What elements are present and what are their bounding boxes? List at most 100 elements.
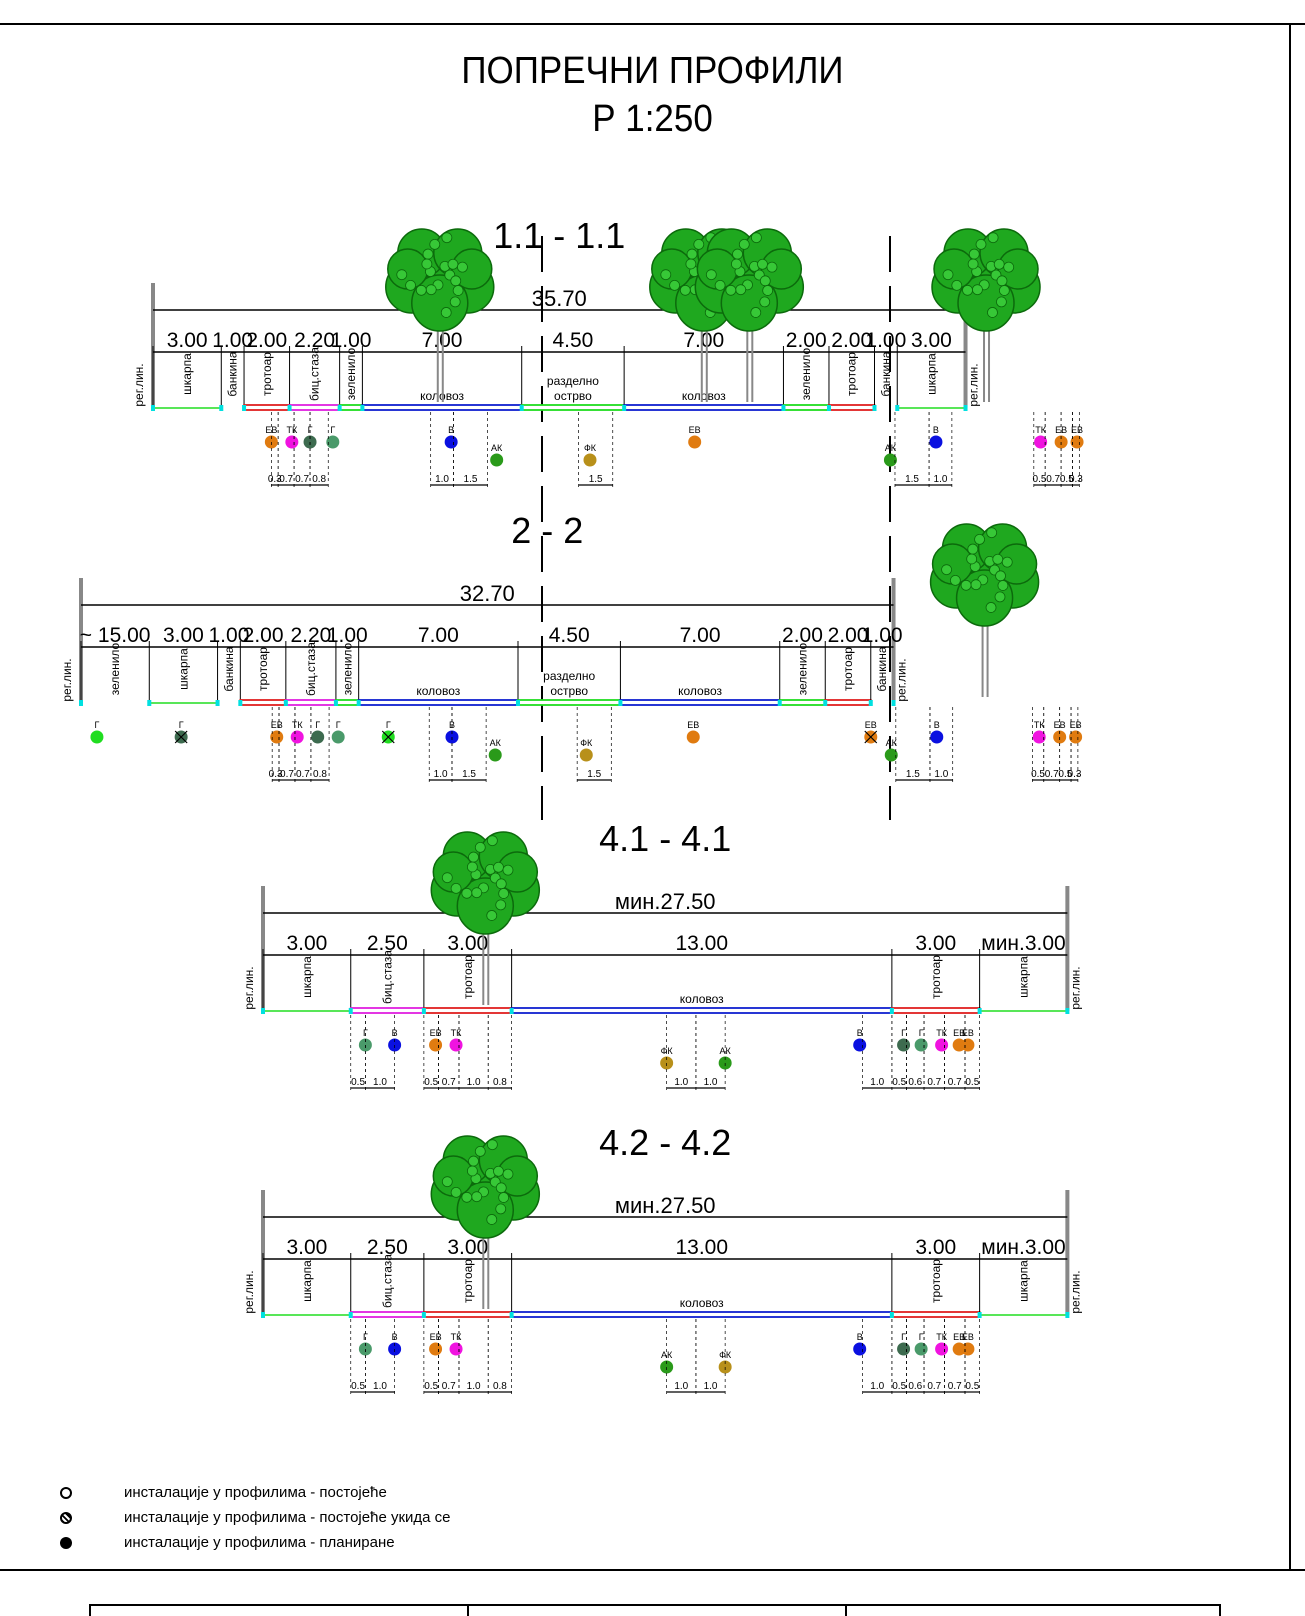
utility-marker [897,1342,911,1356]
segment-dimension: 2.50 [367,1236,408,1259]
tree-leaf [474,1146,486,1157]
surface-joint [509,1008,514,1014]
segment-label: шкарпа [1017,1260,1031,1302]
utility-marker [853,1342,867,1356]
tree-leaf [425,284,437,296]
tree-leaf [992,553,1004,565]
segment-label: коловоз [680,1296,724,1310]
tree-leaf [993,258,1005,270]
utility-code: ФК [580,738,593,748]
surface-road [623,404,785,411]
utility-code: АК [491,443,503,453]
surface-joint [872,405,877,411]
surface-joint [360,405,365,411]
utility-code: ЕВ [271,720,283,730]
total-dimension: 35.70 [532,286,587,311]
tree-leaf [486,1139,498,1151]
tree-leaf [461,1191,473,1203]
segment-label: острво [554,389,592,403]
surface-joint [79,700,83,706]
tree-leaf [996,275,1008,287]
surface-joint [622,405,627,411]
utility-code: Г [315,720,320,730]
sub-dimension: 1.0 [674,1381,688,1392]
tree-leaf [486,910,498,921]
utility-marker [929,435,943,449]
utility-code: ТК [451,1028,462,1038]
tree-leaf [725,284,737,296]
sub-dimension: 0.5 [351,1077,365,1088]
regulation-line-label: рег.лин. [242,1270,256,1313]
segment-dimension: 7.00 [680,624,721,647]
sub-dimension: 0.8 [312,474,326,485]
sub-dimension: 0.5 [351,1381,365,1392]
surface-road [361,404,523,411]
segment-dimension: 3.00 [167,329,208,352]
tree-leaf [732,248,743,260]
utility-code: ТК [936,1028,947,1038]
tree-leaf [450,1186,462,1198]
tree-leaf [441,1176,453,1188]
utility-code: АК [661,1350,673,1360]
utility-marker [884,748,898,762]
utility-marker [935,1342,949,1356]
surface-joint [238,700,243,706]
legend: инсталације у профилима - постојеће инст… [60,1480,451,1555]
segment-dimension: 7.00 [418,624,459,647]
removed-mark [381,730,395,744]
utility-code: ЕВ [865,720,877,730]
surface-joint [219,405,224,411]
tree-leaf [468,851,479,863]
sub-dimension: 1.0 [373,1077,387,1088]
tree-leaf [450,275,462,287]
segment-label: биц.стаза [380,950,394,1004]
surface-road [619,699,781,706]
utility-code: Г [94,720,99,730]
tree-leaf [1003,261,1015,273]
tree-leaf [669,279,680,291]
removed-mark [864,730,878,744]
sub-dimension: 0.6 [908,1077,922,1088]
regulation-line-label: рег.лин. [1068,966,1082,1009]
tree-leaf [985,602,997,613]
segment-label: коловоз [416,684,460,698]
tree-leaf [493,1165,504,1177]
segment-label: банкина [222,646,236,691]
surface-walk [890,1311,981,1318]
utility-code: В [934,720,940,730]
tree-leaf [486,835,498,847]
tree-leaf [986,527,998,539]
surface-joint [215,700,220,706]
utility-marker [961,1342,975,1356]
segment-label: тротоар [256,647,270,691]
tree-leaf [970,579,982,591]
tree-leaf [685,258,697,270]
regulation-line-label: рег.лин. [132,363,146,406]
sub-dimension: 1.5 [587,769,601,780]
sub-dimension: 1.0 [934,769,948,780]
utility-code: АК [490,738,502,748]
utility-code: ЕВ [962,1028,974,1038]
tree-leaf [468,1155,479,1167]
utility-marker [449,1038,463,1052]
sub-dimension: 0.5 [1060,474,1074,485]
utility-code: АК [720,1046,732,1056]
surface-joint [287,405,292,411]
tree-leaf [967,543,979,555]
surface-green [335,699,360,706]
legend-label: инсталације у профилима - постојеће укид… [124,1509,451,1526]
utility-marker [270,730,284,744]
sub-dimension: 1.0 [674,1077,688,1088]
segment-dimension: 2.00 [246,329,287,352]
utility-marker [897,1038,911,1052]
tree-leaf [450,882,462,894]
utility-code: ЕВ [430,1332,442,1342]
surface-joint [337,405,342,411]
segment-dimension: 13.00 [675,932,728,955]
utility-code: ФК [584,443,597,453]
tree-leaf [493,861,504,873]
sub-dimension: 1.5 [464,474,478,485]
surface-joint [147,700,152,706]
utility-code: В [857,1028,863,1038]
